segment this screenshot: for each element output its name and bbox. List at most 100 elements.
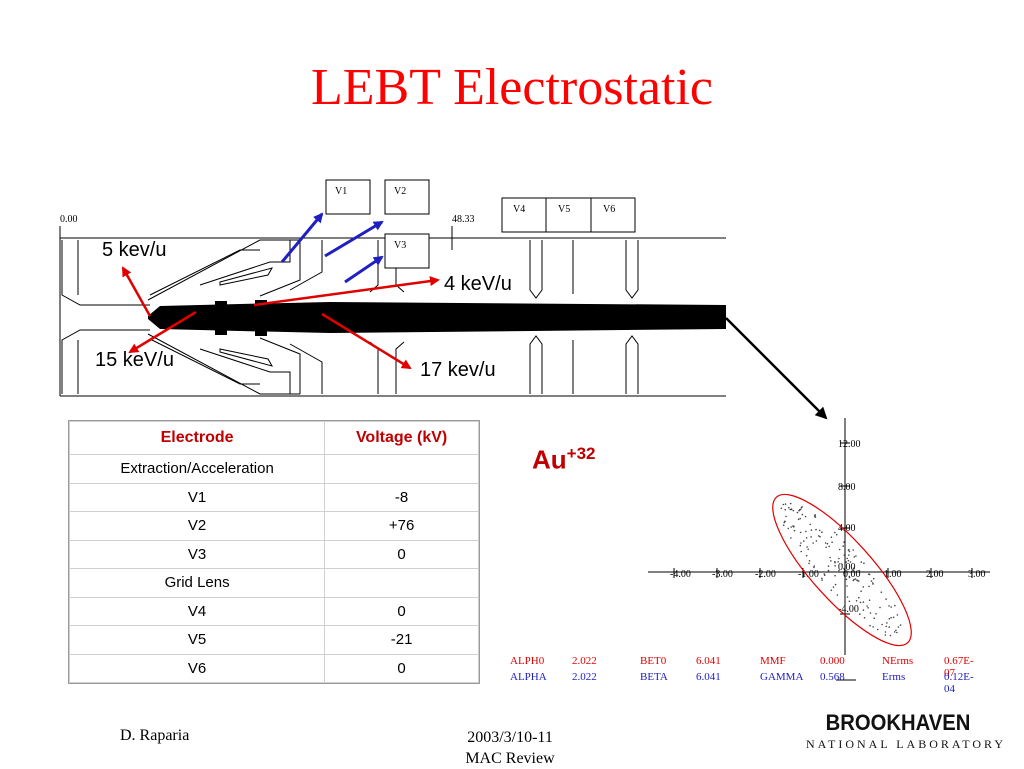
particle-dot [848, 576, 851, 579]
particle-dot [784, 508, 786, 511]
particle-dot [858, 570, 861, 572]
particle-dot [818, 535, 820, 537]
particle-dot [843, 541, 845, 543]
particle-dot [790, 508, 793, 510]
particle-dot [843, 567, 845, 570]
particle-dot [821, 531, 823, 533]
particle-dot [893, 631, 896, 633]
particle-dot [814, 514, 817, 516]
particle-dot [872, 577, 875, 580]
particle-dot [830, 560, 832, 562]
particle-dot [845, 561, 847, 563]
red-energy-arrows [121, 266, 440, 370]
slide-title: LEBT Electrostatic [311, 59, 713, 116]
particle-dot [852, 570, 854, 572]
particle-dot [819, 536, 821, 538]
particle-dot [806, 546, 808, 548]
particle-dot [803, 540, 805, 542]
particle-dot [813, 566, 815, 569]
particle-dot [804, 515, 807, 518]
particle-dot [875, 613, 877, 615]
particle-dot [853, 556, 856, 558]
energy-label-15kev: 15 keV/u [95, 349, 174, 371]
y-tick-8: 8.00 [838, 482, 856, 493]
particle-dot [888, 618, 891, 620]
ion-symbol: Au [532, 444, 567, 475]
particle-dot [836, 594, 839, 596]
particle-dot [888, 626, 890, 628]
particle-dot [823, 571, 825, 573]
particle-dot [888, 605, 890, 607]
particle-dot [801, 513, 804, 516]
particle-dot [827, 565, 830, 567]
particle-dot [789, 502, 792, 505]
particle-dot [784, 503, 787, 505]
twiss-value: 2.022 [572, 655, 597, 667]
logo-wordmark: BROOKHAVEN [825, 710, 971, 735]
twiss-value: 2.022 [572, 671, 597, 683]
emittance-ellipse [772, 493, 912, 647]
particle-dot [899, 624, 902, 626]
twiss-label: NErms [882, 655, 914, 667]
particle-dot [890, 606, 892, 608]
cell-electrode: V5 [68, 625, 326, 655]
particle-dot [873, 617, 875, 619]
particle-dot [852, 567, 855, 570]
cell-electrode: V1 [68, 482, 326, 512]
particle-dot [808, 562, 810, 565]
particle-dot [854, 578, 857, 580]
y-tick-12: 12.00 [838, 439, 861, 450]
particle-dot [847, 570, 849, 573]
particle-dot [859, 601, 862, 604]
particle-dot [896, 614, 899, 616]
particle-dot [866, 605, 868, 607]
particle-dot [815, 540, 818, 542]
particle-dot [813, 565, 815, 567]
x-tick-neg2: -2.00 [755, 569, 776, 580]
energy-label-17kev: 17 kev/u [420, 359, 496, 381]
particle-scatter [780, 502, 902, 637]
x-tick-neg4: -4.00 [670, 569, 691, 580]
cell-electrode: Extraction/Acceleration [68, 454, 326, 484]
cell-electrode: V3 [68, 539, 326, 569]
particle-dot [884, 634, 887, 636]
particle-dot [848, 550, 851, 553]
particle-dot [857, 580, 860, 582]
header-electrode: Electrode [68, 421, 326, 455]
cell-voltage: 0 [324, 539, 479, 569]
particle-dot [860, 561, 863, 563]
particle-dot [790, 537, 792, 539]
box-label-v2: V2 [394, 186, 406, 197]
particle-dot [849, 561, 852, 563]
particle-dot [834, 583, 837, 586]
particle-dot [858, 596, 860, 599]
particle-dot [889, 634, 892, 637]
cell-voltage: 0 [324, 596, 479, 626]
particle-dot [787, 527, 790, 530]
particle-dot [895, 629, 897, 632]
particle-dot [807, 548, 809, 551]
particle-dot [868, 573, 870, 575]
particle-dot [799, 531, 802, 534]
x-tick-0: 0.00 [843, 569, 861, 580]
particle-dot [846, 596, 849, 598]
particle-dot [826, 542, 829, 545]
particle-dot [852, 579, 855, 582]
particle-dot [782, 503, 785, 506]
particle-dot [799, 517, 801, 520]
x-tick-neg1: -1.00 [798, 569, 819, 580]
footer-event: MAC Review [465, 750, 555, 767]
particle-dot [860, 590, 862, 592]
x-tick-neg3: -3.00 [712, 569, 733, 580]
cell-electrode: V2 [68, 511, 326, 541]
cell-voltage: +76 [324, 511, 479, 541]
twiss-value: 0.000 [820, 655, 845, 667]
particle-dot [805, 554, 808, 557]
particle-dot [810, 529, 813, 531]
particle-dot [846, 557, 848, 560]
particle-dot [812, 542, 814, 544]
particle-dot [848, 600, 851, 603]
electrode-voltage-table-container: Electrode Voltage (kV) Extraction/Accele… [68, 420, 480, 684]
